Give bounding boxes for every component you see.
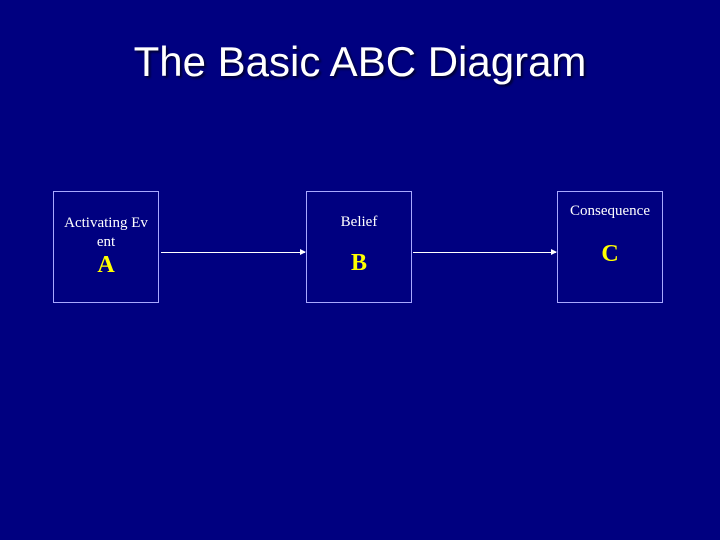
node-letter: A [97,252,115,278]
node-letter: C [601,241,619,267]
node-label: Belief [340,214,378,230]
node-belief: Belief B [306,191,412,303]
arrow-b-to-c [413,249,557,255]
slide-title: The Basic ABC Diagram [133,38,587,85]
arrow-a-to-b [161,249,306,255]
node-consequence: Consequence C [557,191,663,303]
node-label: Consequence [570,203,650,219]
node-letter: B [350,250,367,276]
node-label: Activating Event [64,215,148,250]
node-activating-event: Activating Event A [53,191,159,303]
